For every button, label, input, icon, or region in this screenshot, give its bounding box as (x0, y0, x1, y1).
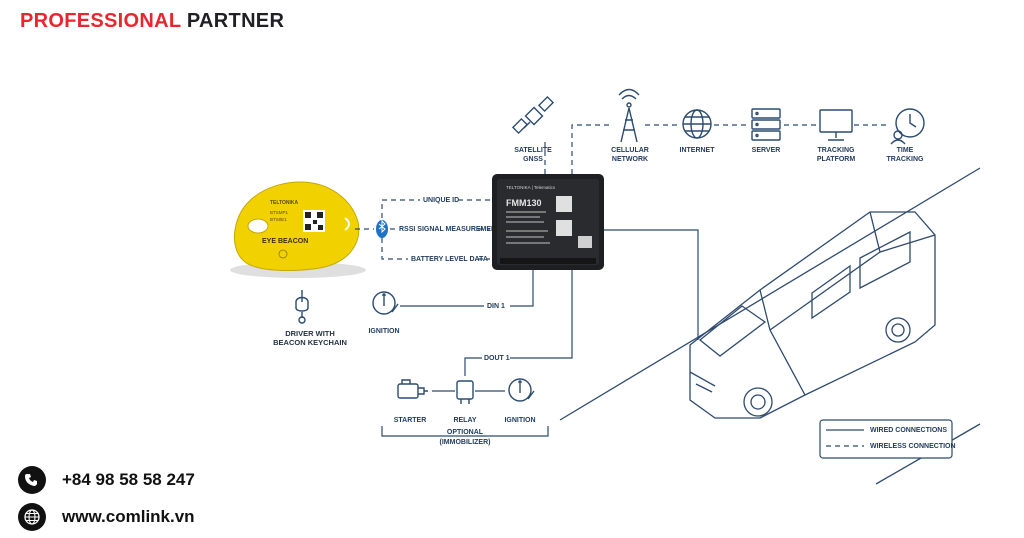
legend: WIRED CONNECTIONS WIRELESS CONNECTION (819, 419, 956, 459)
unique-id-line-a (381, 199, 420, 218)
ignition-label-bottom: IGNITION (504, 417, 535, 424)
cell-tower-icon (618, 88, 640, 143)
legend-wired: WIRED CONNECTIONS (870, 427, 947, 434)
ignition-key-icon-top (372, 291, 399, 315)
unique-id-label: UNIQUE ID (423, 197, 459, 204)
dout1-label: DOUT 1 (484, 355, 510, 362)
relay-label: RELAY (453, 417, 476, 424)
brand-header: PROFESSIONAL PARTNER (20, 10, 284, 33)
battery-line-a (381, 238, 408, 260)
internet-globe-icon (682, 109, 712, 139)
battery-label: BATTERY LEVEL DATA (411, 256, 488, 263)
optional-label-2: (IMMOBILIZER) (440, 439, 491, 446)
beacon-caption-line1: DRIVER WITH (285, 329, 335, 338)
beacon-tag-model: EYE BEACON (262, 238, 308, 245)
din1-label: DIN 1 (487, 303, 505, 310)
website-link[interactable]: www.comlink.vn (62, 507, 195, 526)
phone-icon (18, 466, 46, 494)
tracking-label-1: TRACKING (818, 147, 855, 154)
brand-word-professional: PROFESSIONAL (20, 10, 182, 32)
eye-beacon-image: TELTONIKA BTSMP1 BTS0E1 EYE BEACON (230, 181, 366, 278)
device-brand: TELTONIKA | Telematics (506, 185, 556, 190)
device-to-cellular-link (571, 124, 612, 174)
satellite-label-1: SATELLITE (514, 147, 552, 154)
phone-contact: +84 98 58 58 247 (18, 466, 195, 494)
beacon-tag-small-2: BTS0E1 (270, 217, 287, 222)
time-label-2: TRACKING (887, 156, 924, 163)
satellite-label-2: GNSS (523, 156, 543, 163)
dout1-line-b (464, 357, 482, 376)
relay-icon (456, 380, 474, 404)
internet-label: INTERNET (680, 147, 716, 154)
dout1-line-a (510, 270, 573, 359)
satellite-icon (511, 95, 555, 135)
brand-word-partner: PARTNER (186, 10, 285, 32)
ignition-key-icon-bottom (508, 378, 535, 402)
tracking-label-2: PLATFORM (817, 156, 856, 163)
device-model: FMM130 (506, 198, 542, 208)
website-contact: www.comlink.vn (18, 503, 195, 531)
van-illustration (559, 167, 981, 485)
time-tracking-icon (890, 108, 925, 145)
hand-keychain-icon (295, 290, 309, 324)
cellular-label-1: CELLULAR (611, 147, 649, 154)
optional-label-1: OPTIONAL (447, 429, 484, 436)
server-icon (751, 108, 781, 141)
starter-label: STARTER (394, 417, 427, 424)
fmm130-device: TELTONIKA | Telematics FMM130 (492, 174, 604, 270)
din1-line-b (510, 270, 534, 307)
optional-bracket (381, 426, 549, 437)
beacon-caption-line2: BEACON KEYCHAIN (273, 338, 347, 347)
phone-number[interactable]: +84 98 58 58 247 (62, 470, 195, 489)
device-to-van-wire (604, 229, 699, 340)
legend-wireless: WIRELESS CONNECTION (870, 443, 956, 450)
time-label-1: TIME (897, 147, 914, 154)
beacon-tag-small-1: BTSMP1 (270, 210, 289, 215)
bluetooth-icon (376, 219, 388, 238)
rssi-label: RSSI SIGNAL MEASUREMENT (399, 226, 501, 233)
cellular-label-2: NETWORK (612, 156, 648, 163)
ignition-label-top: IGNITION (368, 328, 399, 335)
globe-icon (18, 503, 46, 531)
starter-icon (397, 379, 428, 399)
server-label: SERVER (752, 147, 781, 154)
monitor-icon (819, 109, 853, 141)
beacon-tag-brand: TELTONIKA (270, 200, 299, 206)
